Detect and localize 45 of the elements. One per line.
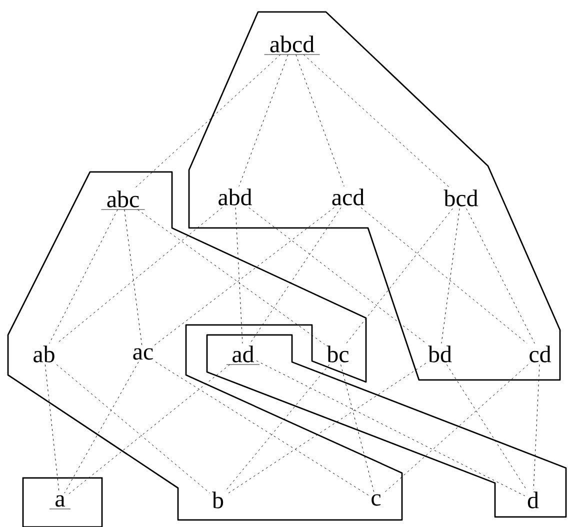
dashed-line (533, 364, 540, 490)
set-label: abc (100, 190, 146, 210)
dashed-line (124, 209, 142, 346)
dashed-line (383, 364, 528, 494)
dashed-line (296, 54, 344, 187)
dashed-line (250, 207, 342, 344)
dashed-line (134, 54, 281, 189)
set-label: abcd (264, 36, 320, 56)
dashed-line (226, 364, 330, 490)
region-outline (206, 334, 567, 518)
dashed-line (44, 364, 60, 494)
dashed-line (235, 207, 243, 344)
dashed-line (155, 362, 369, 496)
set-label: bcd (444, 190, 478, 206)
dashed-line (226, 363, 426, 495)
region-box (22, 477, 103, 527)
set-label: ad (226, 346, 260, 366)
dashed-line (360, 207, 528, 344)
set-label: ac (133, 348, 153, 360)
dashed-line (340, 364, 374, 492)
set-label: bd (428, 346, 452, 362)
dashed-line (67, 364, 230, 496)
set-label: abd (218, 188, 252, 206)
dashed-line (56, 207, 222, 344)
dashed-line (441, 208, 460, 344)
set-label: b (212, 492, 224, 508)
set-label: bc (326, 346, 349, 362)
dashed-line (446, 364, 526, 490)
set-label: ab (34, 346, 54, 362)
dashed-line (49, 209, 118, 344)
dashed-line (64, 362, 139, 494)
region-outline (7, 171, 403, 521)
set-label: a (49, 495, 71, 510)
dashed-line (238, 54, 288, 187)
set-label: d (528, 492, 539, 508)
set-label: c (372, 494, 381, 506)
set-label: acd (332, 188, 364, 206)
dashed-line (248, 207, 426, 344)
set-label: cd (530, 346, 551, 362)
dashed-line (256, 360, 526, 496)
dashed-line (466, 208, 535, 344)
dashed-line (303, 54, 450, 188)
dashed-line (346, 208, 453, 344)
dashed-line (56, 364, 210, 494)
region-outline (188, 11, 561, 381)
